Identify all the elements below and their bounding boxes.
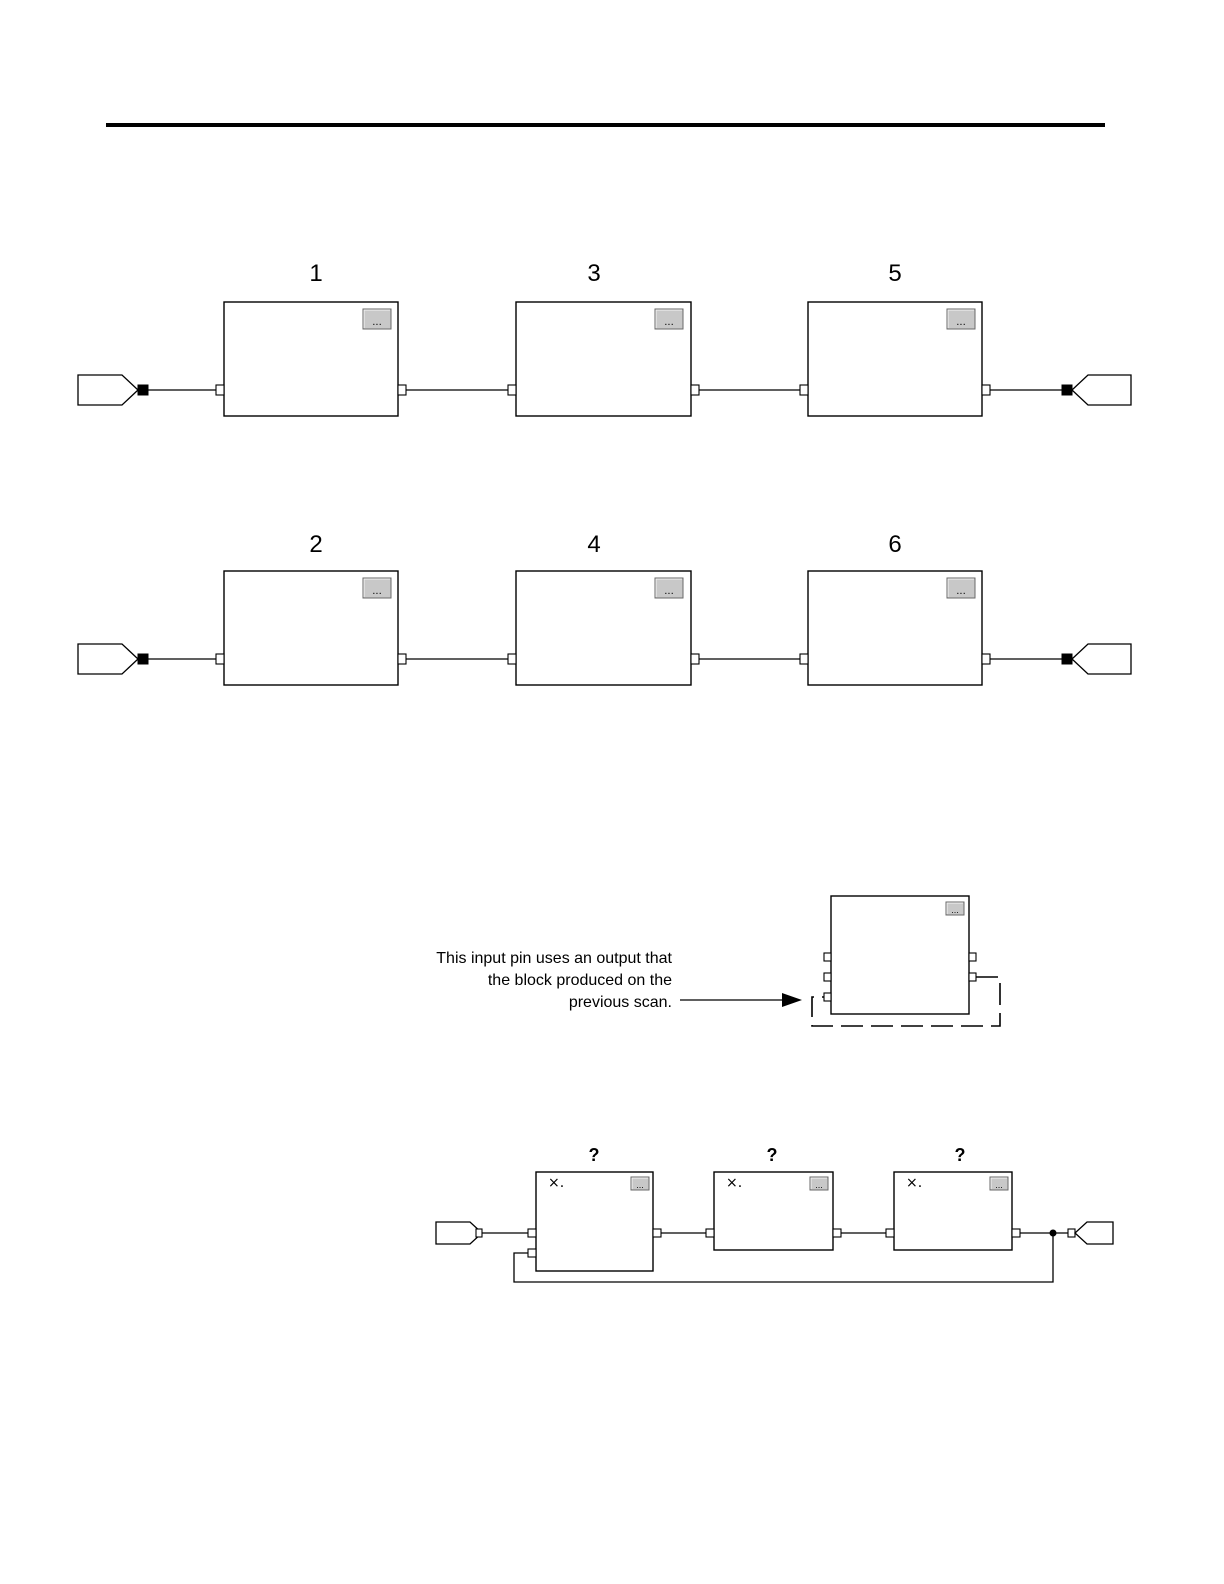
output-pin[interactable] xyxy=(398,654,406,664)
input-pin[interactable] xyxy=(508,385,516,395)
feedback-input-pin[interactable] xyxy=(824,993,831,1001)
input-pin[interactable] xyxy=(824,953,831,961)
svg-text:...: ... xyxy=(995,1181,1003,1190)
output-pin[interactable] xyxy=(398,385,406,395)
block-execution-order-label: 6 xyxy=(888,531,901,558)
loop-function-block-c[interactable]: ? ×. ... xyxy=(886,1145,1020,1250)
input-reference-tag[interactable] xyxy=(436,1222,482,1244)
svg-text:...: ... xyxy=(815,1181,823,1190)
svg-text:...: ... xyxy=(372,586,382,597)
block-properties-button[interactable]: ... xyxy=(946,902,964,915)
feedback-input-pin[interactable] xyxy=(528,1249,536,1257)
loop-marker-icon: ×. xyxy=(726,1175,742,1191)
input-reference-pin xyxy=(138,654,148,664)
function-block-5[interactable]: 5 ... xyxy=(800,260,990,416)
block-properties-button[interactable]: ... xyxy=(947,309,975,329)
input-pin[interactable] xyxy=(528,1229,536,1237)
output-pin[interactable] xyxy=(982,654,990,664)
block-execution-order-label: 5 xyxy=(888,260,901,287)
output-pin[interactable] xyxy=(691,654,699,664)
output-pin[interactable] xyxy=(969,953,976,961)
block-execution-order-label: 4 xyxy=(587,531,600,558)
block-properties-button[interactable]: ... xyxy=(990,1177,1008,1190)
callout-line-2: the block produced on the xyxy=(488,972,672,989)
output-reference-tag[interactable] xyxy=(1072,644,1131,674)
input-reference-tag[interactable] xyxy=(78,375,138,405)
loop-marker-icon: ×. xyxy=(548,1175,564,1191)
block-execution-order-label: 3 xyxy=(587,260,600,287)
svg-text:...: ... xyxy=(372,317,382,328)
callout-line-3: previous scan. xyxy=(569,994,672,1011)
block-properties-button[interactable]: ... xyxy=(363,309,391,329)
output-pin[interactable] xyxy=(982,385,990,395)
block-properties-button[interactable]: ... xyxy=(655,578,683,598)
function-block-3[interactable]: 3 ... xyxy=(508,260,699,416)
output-reference-tag[interactable] xyxy=(1075,1222,1113,1244)
output-pin[interactable] xyxy=(653,1229,661,1237)
output-reference-pin xyxy=(1062,654,1072,664)
block-execution-order-label: 2 xyxy=(309,531,322,558)
output-reference-pin xyxy=(1068,1229,1075,1237)
sequence-row-1: 1 ... 3 ... 5 xyxy=(78,260,1131,416)
block-properties-button[interactable]: ... xyxy=(947,578,975,598)
loop-function-block-a[interactable]: ? ×. ... xyxy=(528,1145,661,1271)
input-pin[interactable] xyxy=(886,1229,894,1237)
sequence-row-2: 2 ... 4 ... 6 xyxy=(78,531,1131,685)
input-pin[interactable] xyxy=(706,1229,714,1237)
output-pin[interactable] xyxy=(833,1229,841,1237)
svg-text:...: ... xyxy=(956,317,966,328)
svg-text:...: ... xyxy=(636,1181,644,1190)
svg-text:...: ... xyxy=(951,906,959,915)
input-pin[interactable] xyxy=(216,385,224,395)
feedback-function-block[interactable]: ... xyxy=(824,896,976,1014)
function-block-4[interactable]: 4 ... xyxy=(508,531,699,685)
loop-function-block-b[interactable]: ? ×. ... xyxy=(706,1145,841,1250)
unresolved-order-label: ? xyxy=(767,1145,778,1165)
svg-text:...: ... xyxy=(956,586,966,597)
callout-line-1: This input pin uses an output that xyxy=(436,950,672,967)
unresolved-order-label: ? xyxy=(955,1145,966,1165)
input-reference-tag[interactable] xyxy=(78,644,138,674)
input-pin[interactable] xyxy=(800,385,808,395)
function-block-6[interactable]: 6 ... xyxy=(800,531,990,685)
function-block-2[interactable]: 2 ... xyxy=(216,531,406,685)
callout-arrowhead xyxy=(782,993,802,1007)
loop-example: ? ×. ... ? ×. ... xyxy=(436,1145,1113,1282)
unresolved-order-label: ? xyxy=(589,1145,600,1165)
block-execution-order-label: 1 xyxy=(309,260,322,287)
input-pin[interactable] xyxy=(824,973,831,981)
input-reference-pin xyxy=(138,385,148,395)
input-reference-pin xyxy=(476,1229,482,1237)
output-reference-pin xyxy=(1062,385,1072,395)
block-properties-button[interactable]: ... xyxy=(655,309,683,329)
svg-text:...: ... xyxy=(664,586,674,597)
input-pin[interactable] xyxy=(216,654,224,664)
feedback-output-pin[interactable] xyxy=(969,973,976,981)
input-pin[interactable] xyxy=(508,654,516,664)
implied-feedback-example: This input pin uses an output that the b… xyxy=(436,896,1000,1026)
block-properties-button[interactable]: ... xyxy=(810,1177,828,1190)
loop-marker-icon: ×. xyxy=(906,1175,922,1191)
output-pin[interactable] xyxy=(1012,1229,1020,1237)
output-reference-tag[interactable] xyxy=(1072,375,1131,405)
block-properties-button[interactable]: ... xyxy=(363,578,391,598)
output-pin[interactable] xyxy=(691,385,699,395)
block-properties-button[interactable]: ... xyxy=(631,1177,649,1190)
svg-text:...: ... xyxy=(664,317,674,328)
input-pin[interactable] xyxy=(800,654,808,664)
function-block-1[interactable]: 1 ... xyxy=(216,260,406,416)
